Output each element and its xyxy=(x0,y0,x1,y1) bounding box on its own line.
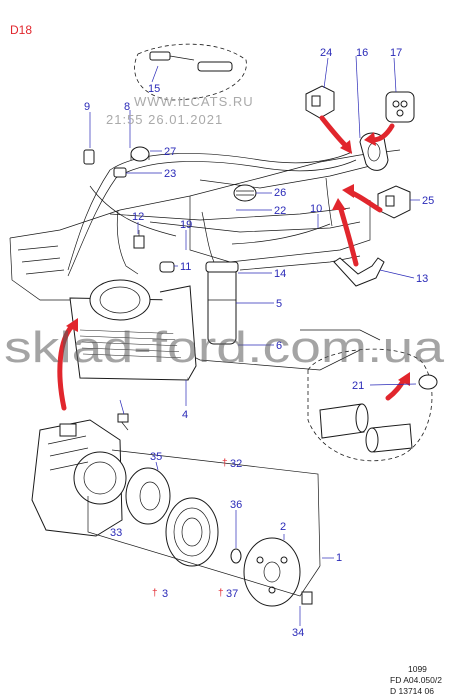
watermark-big: sklad-ford.com.ua xyxy=(4,323,445,372)
callout-25: 21 xyxy=(352,380,364,392)
callout-26: 26 xyxy=(274,187,286,199)
part-18-grommet xyxy=(385,91,415,123)
footer-line1: 1099 xyxy=(408,664,427,674)
callout-6: 6 xyxy=(276,340,282,352)
part-12-valve xyxy=(133,230,145,249)
callout-15: 14 xyxy=(274,268,286,280)
footer-line2: FD A04.050/2 xyxy=(390,675,442,685)
callout-4: 4 xyxy=(182,409,188,421)
callout-9: 9 xyxy=(84,101,90,113)
callout-8: 8 xyxy=(124,101,130,113)
torque-mark-32: † xyxy=(222,458,228,469)
callout-36: 36 xyxy=(230,499,242,511)
watermark-site: WWW.ILCATS.RU xyxy=(134,94,254,109)
assembly-frame xyxy=(87,496,321,597)
callout-34: 34 xyxy=(292,627,304,639)
red-arrows xyxy=(57,115,410,411)
callout-37: 37 xyxy=(226,588,238,600)
detail-inset-25 xyxy=(307,348,438,462)
callout-1: 1 xyxy=(336,552,342,564)
part-5-drier xyxy=(205,261,239,345)
part-4-condenser xyxy=(69,285,197,381)
part-34-bolt xyxy=(301,591,313,605)
part-9-switch xyxy=(83,149,95,165)
part-16-sensor xyxy=(134,43,247,101)
callout-17: 16 xyxy=(356,47,368,59)
hose-lines xyxy=(67,151,357,277)
callout-21: 22 xyxy=(274,205,286,217)
callout-18: 17 xyxy=(390,47,402,59)
footer-line3: D 13714 06 xyxy=(390,686,434,696)
callout-14: 13 xyxy=(416,273,428,285)
callout-32: 32 xyxy=(230,458,242,470)
watermark-timestamp: 21:55 26.01.2021 xyxy=(106,112,223,127)
compressor-upper xyxy=(89,279,151,321)
callout-24: 24 xyxy=(320,47,332,59)
part-14-strap xyxy=(333,257,385,287)
callout-2: 2 xyxy=(280,521,286,533)
part-22-valve xyxy=(113,167,127,178)
diagram-id: D18 xyxy=(10,23,32,37)
callout-10: 10 xyxy=(310,203,322,215)
part-27-cap xyxy=(130,146,150,162)
callout-16: 15 xyxy=(148,83,160,95)
callout-19: 19 xyxy=(180,219,192,231)
part-17-seal xyxy=(359,132,389,171)
callout-3: 3 xyxy=(162,588,168,600)
part-24-bracket xyxy=(305,85,335,119)
callout-23: 25 xyxy=(422,195,434,207)
callout-22: 23 xyxy=(164,168,176,180)
part-23-bracket xyxy=(377,185,411,219)
part-26-cap xyxy=(233,184,257,202)
torque-mark-37: † xyxy=(218,588,224,599)
callout-33: 33 xyxy=(110,527,122,539)
part-11-clip xyxy=(159,261,175,273)
callout-27: 27 xyxy=(164,146,176,158)
part-37-hub xyxy=(243,537,301,607)
callout-11: 11 xyxy=(180,261,191,273)
callout-35: 35 xyxy=(150,451,162,463)
callout-5: 5 xyxy=(276,298,282,310)
part-35-shim xyxy=(125,467,171,525)
callouts: 15 9 8 27 23 26 22 10 12 19 11 14 5 6 4 … xyxy=(84,47,434,639)
part-2-pulley xyxy=(165,497,219,567)
compressor-body xyxy=(31,413,129,537)
callout-12: 12 xyxy=(132,211,144,223)
torque-mark-3: † xyxy=(152,588,158,599)
part-36-spacer xyxy=(230,548,242,564)
